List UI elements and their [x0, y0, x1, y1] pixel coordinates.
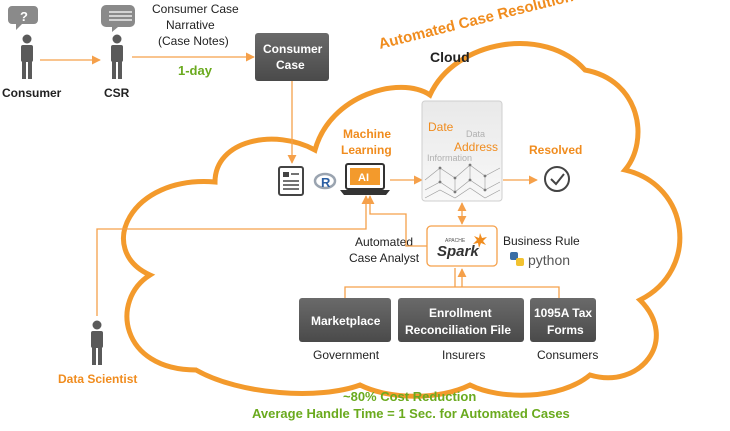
data-scientist-label: Data Scientist [58, 372, 137, 386]
duration-label: 1-day [178, 63, 213, 78]
machine-learning-line-1: Machine [343, 127, 391, 141]
source-box-label: Marketplace [311, 314, 381, 328]
person-icon [111, 34, 123, 79]
question-mark: ? [20, 9, 28, 24]
spark-to-laptop-arrow [365, 195, 427, 247]
spark-logo: Spark [437, 243, 479, 260]
cloud-outline [121, 41, 683, 399]
data-scientist-figure: Data Scientist [58, 320, 137, 386]
consumer-case-box: Consumer Case [255, 33, 329, 81]
footer-handle-time: Average Handle Time = 1 Sec. for Automat… [252, 406, 570, 421]
automated-analyst-line-2: Case Analyst [349, 251, 420, 265]
narrative-line-3: (Case Notes) [158, 34, 229, 48]
footer-cost: ~80% Cost Reduction [343, 389, 476, 404]
source-box-1095a: 1095A Tax Forms [530, 298, 596, 342]
narrative-line-2: Narrative [166, 18, 215, 32]
laptop-icon: AI [340, 163, 390, 195]
python-logo-icon [510, 252, 524, 266]
scientist-to-laptop-arrow [96, 195, 371, 316]
source-box-label-2: Forms [547, 323, 584, 337]
automated-analyst-line-1: Automated [355, 235, 413, 249]
source-box-enrollment: Enrollment Reconciliation File [398, 298, 524, 342]
data-panel: Date Data Address Information [421, 100, 503, 202]
data-address: Address [454, 140, 498, 154]
machine-learning-line-2: Learning [341, 143, 392, 157]
ai-label: AI [358, 172, 369, 184]
consumer-case-line-1: Consumer [263, 42, 323, 56]
business-rule-label: Business Rule [503, 234, 580, 248]
csr-label: CSR [104, 86, 130, 100]
speech-bubble-icon [8, 6, 38, 30]
cloud-label: Cloud [430, 49, 470, 65]
r-logo-icon: R [313, 172, 337, 190]
consumer-label: Consumer [2, 86, 62, 100]
source-box-label-2: Reconciliation File [405, 323, 511, 337]
spark-apache-label: APACHE [445, 238, 466, 244]
csr-figure: CSR [101, 5, 135, 100]
sources-to-spark-arrow [344, 268, 560, 298]
narrative-line-1: Consumer Case [152, 2, 239, 16]
data-date: Date [428, 120, 454, 134]
notes-bubble-icon [101, 5, 135, 32]
source-box-label: Enrollment [429, 306, 492, 320]
consumer-figure: ? Consumer [2, 6, 62, 100]
source-caption: Government [313, 348, 380, 362]
source-caption: Insurers [442, 348, 485, 362]
source-box-marketplace: Marketplace [299, 298, 391, 342]
data-data: Data [466, 129, 485, 139]
source-caption: Consumers [537, 348, 598, 362]
check-circle-icon [544, 166, 570, 192]
consumer-case-line-2: Case [276, 58, 305, 72]
data-information: Information [427, 153, 472, 163]
resolved-label: Resolved [529, 143, 582, 157]
r-label: R [321, 175, 331, 190]
person-icon [21, 34, 33, 79]
document-icon [278, 166, 304, 196]
source-box-label: 1095A Tax [534, 306, 592, 320]
spark-star-icon [473, 233, 487, 248]
person-icon [91, 320, 103, 365]
python-label: python [528, 252, 570, 268]
spark-box: APACHE Spark [426, 225, 498, 267]
